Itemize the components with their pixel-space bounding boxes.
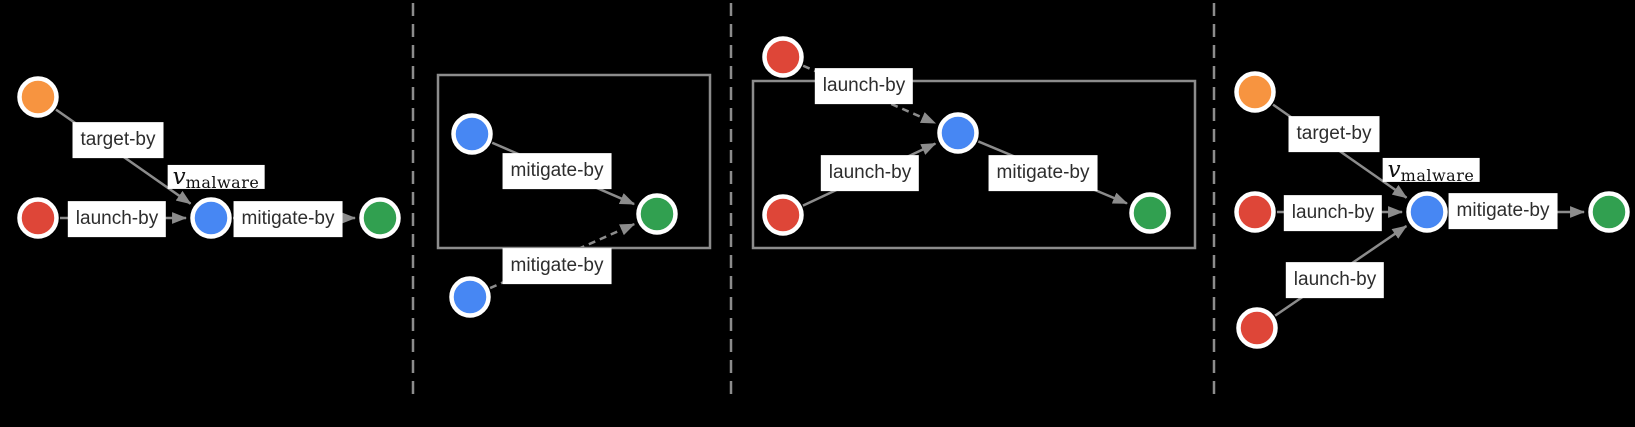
group-box-layer bbox=[436, 73, 1197, 250]
variable-symbol: v bbox=[172, 163, 186, 190]
edge-label: launch-by bbox=[1283, 195, 1383, 231]
edge-label: launch-by bbox=[814, 68, 914, 104]
node-p1-blue bbox=[190, 197, 232, 239]
panel-3-group-box bbox=[751, 79, 1197, 250]
variable-subscript: malware bbox=[185, 172, 260, 192]
node-p4-red-mid bbox=[1234, 191, 1276, 233]
node-p2-green bbox=[636, 193, 678, 235]
edge-label: launch-by bbox=[1285, 262, 1385, 298]
edge-label: mitigate-by bbox=[233, 201, 343, 237]
node-p2-blue-bottom bbox=[449, 276, 491, 318]
node-p3-red-bottom bbox=[762, 194, 804, 236]
malware-variable-label: vmalware bbox=[1382, 156, 1480, 185]
node-p4-red-bottom bbox=[1236, 307, 1278, 349]
edge-label: target-by bbox=[1288, 116, 1380, 152]
edge-label: mitigate-by bbox=[502, 248, 612, 284]
separator-layer bbox=[411, 3, 1216, 396]
node-p4-orange bbox=[1234, 71, 1276, 113]
node-p2-blue-top bbox=[451, 113, 493, 155]
edge-label: launch-by bbox=[820, 155, 920, 191]
edge-label: mitigate-by bbox=[502, 153, 612, 189]
node-p3-blue bbox=[937, 112, 979, 154]
panel-2-group-box bbox=[436, 73, 712, 250]
node-p3-red-top bbox=[762, 36, 804, 78]
node-p1-orange bbox=[17, 76, 59, 118]
malware-variable-label: vmalware bbox=[167, 163, 265, 192]
edge-label: target-by bbox=[72, 122, 164, 158]
node-layer bbox=[17, 36, 1630, 349]
edge-label: launch-by bbox=[67, 201, 167, 237]
node-p1-red bbox=[17, 197, 59, 239]
node-p4-green bbox=[1588, 191, 1630, 233]
variable-symbol: v bbox=[1387, 156, 1401, 183]
edge-label: mitigate-by bbox=[988, 155, 1098, 191]
node-p1-green bbox=[359, 197, 401, 239]
variable-subscript: malware bbox=[1400, 165, 1475, 185]
node-p3-green bbox=[1129, 192, 1171, 234]
node-p4-blue bbox=[1406, 191, 1448, 233]
edge-label: mitigate-by bbox=[1448, 193, 1558, 229]
